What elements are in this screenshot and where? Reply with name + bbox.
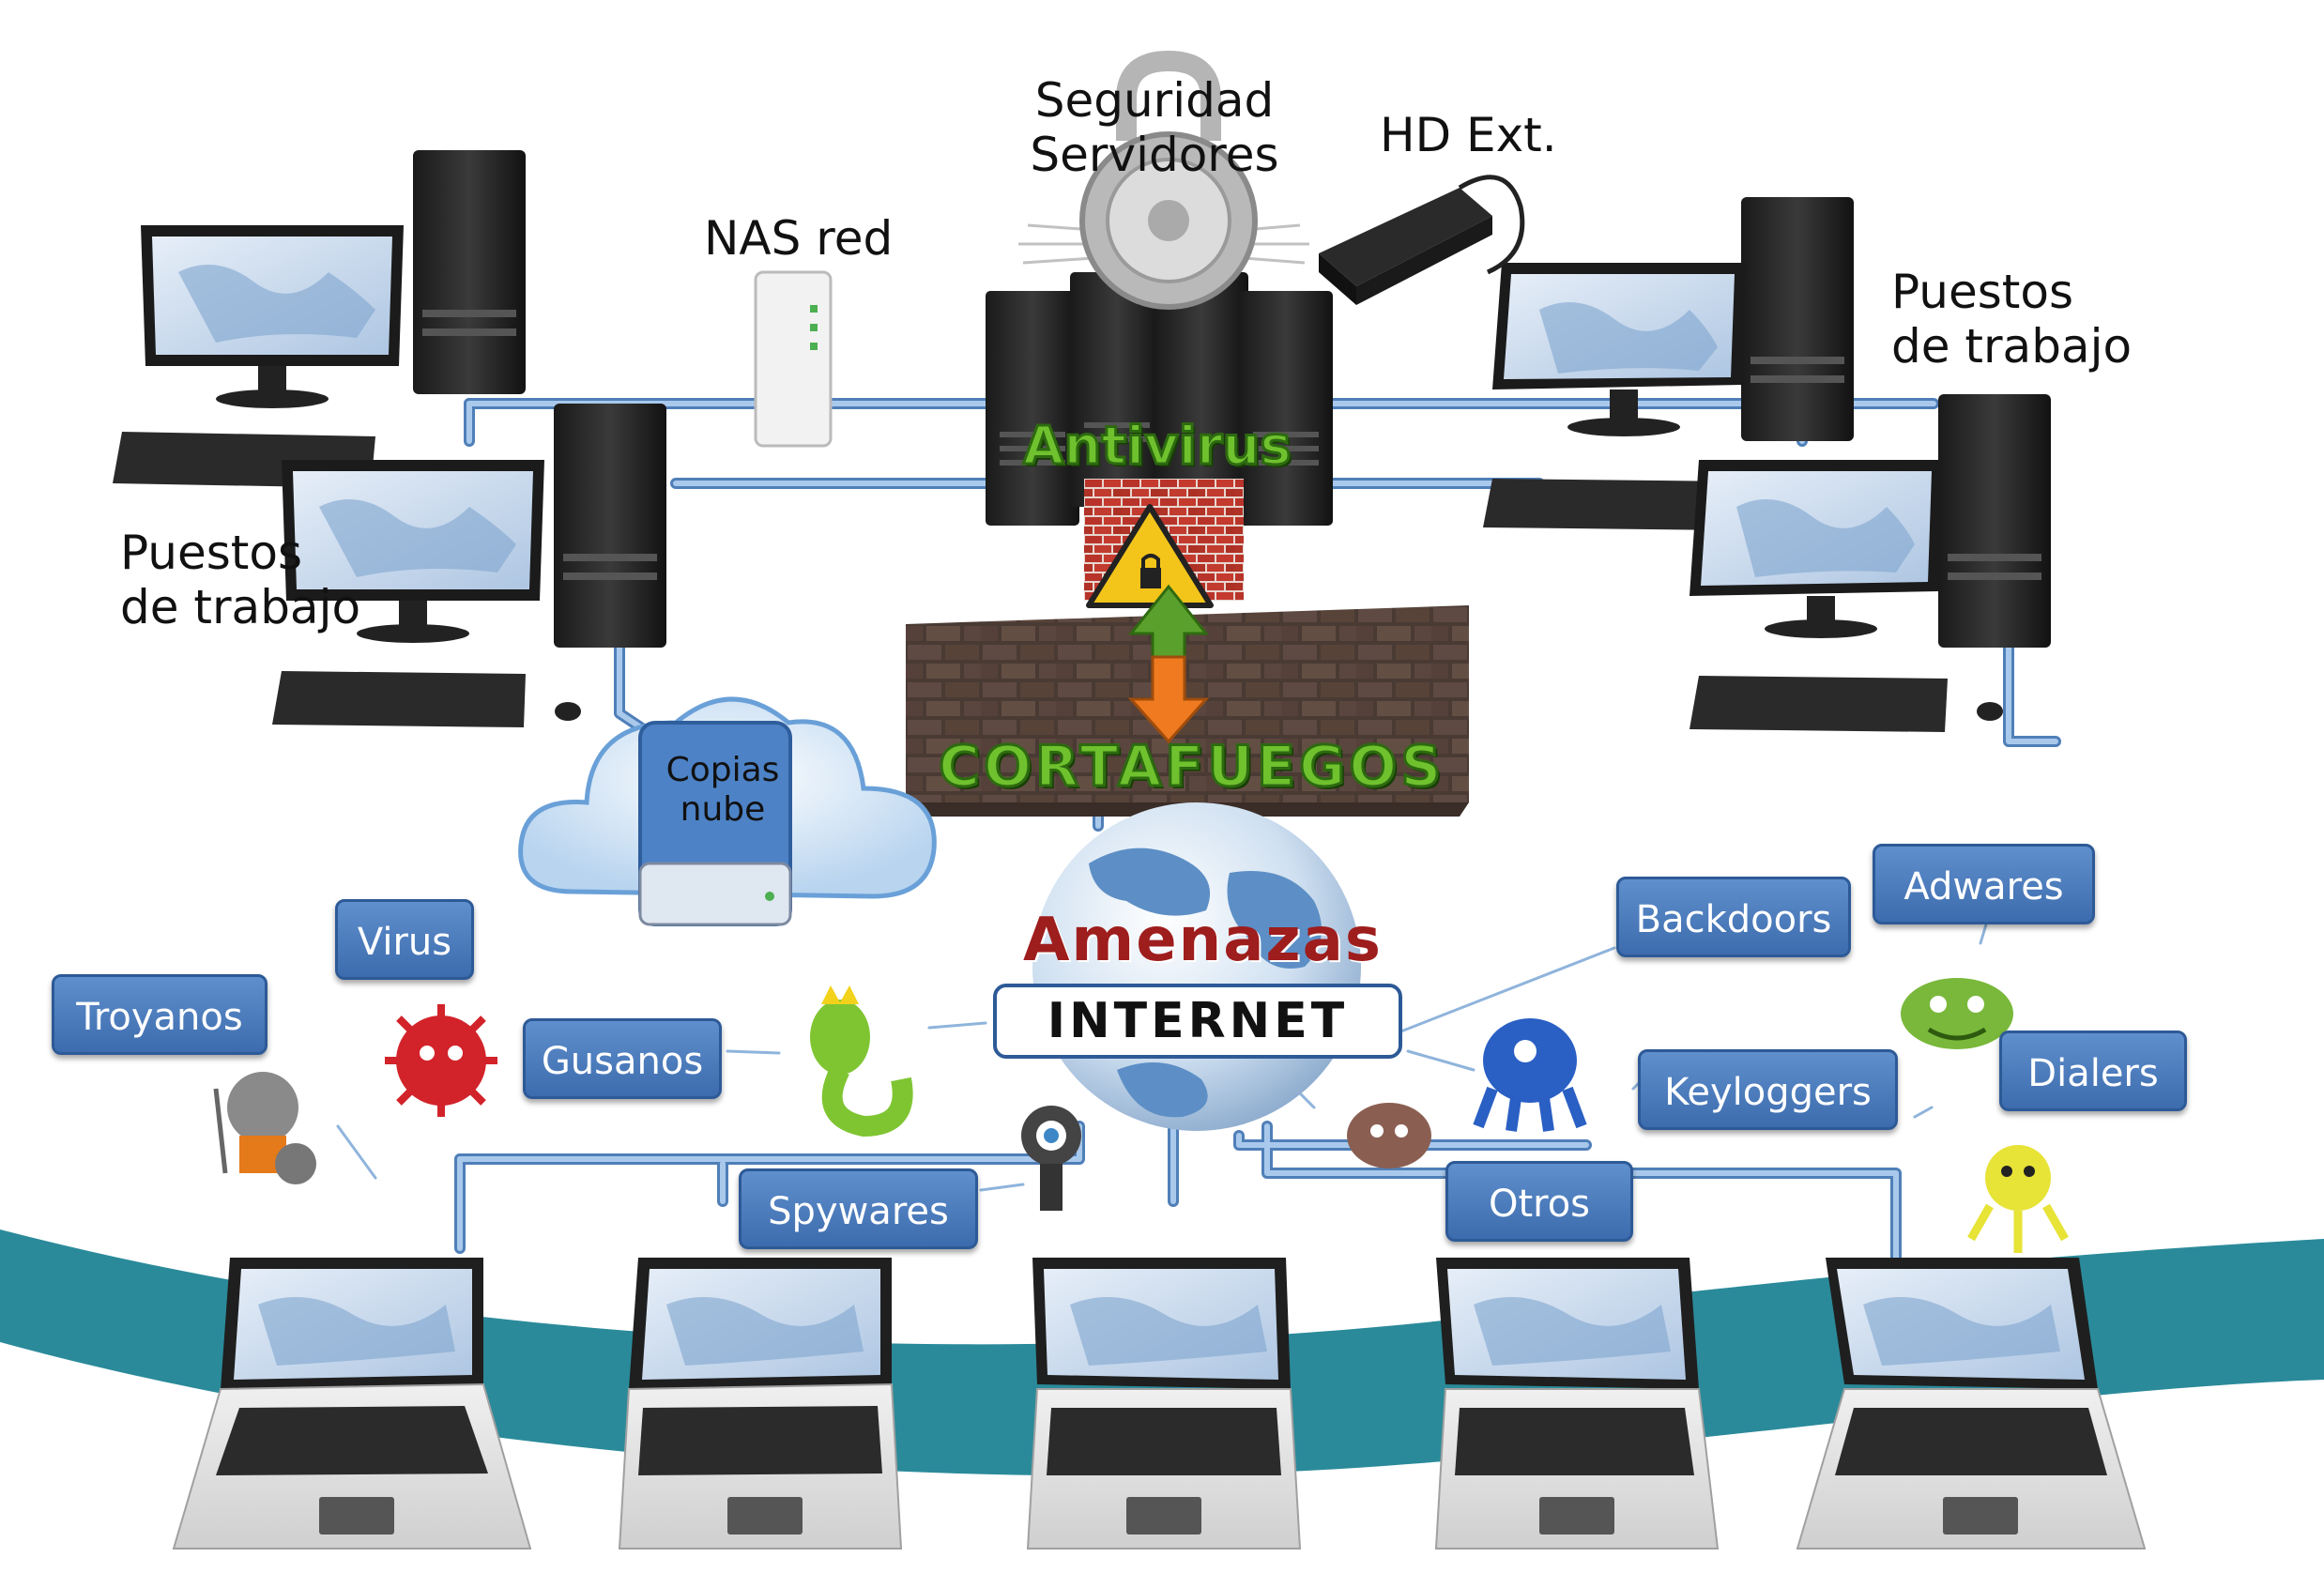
tag-adwares: Adwares [1873,844,2095,924]
firewall-small-icon [1084,479,1244,608]
puestos-right-label: Puestos de trabajo [1891,265,2132,374]
laptop-2 [618,1258,903,1550]
external-hd-icon [1319,175,1525,305]
padlock-icon [1018,50,1309,310]
seguridad-servidores-line2: Servidores [1030,128,1279,182]
laptops [172,1258,2147,1550]
traffic-arrows-icon [1127,584,1210,744]
dialer-creature-icon [1967,1145,2069,1253]
adware-creature-icon [1901,978,2013,1049]
puestos-left-line2: de trabajo [120,580,361,634]
copias-nube-label: Copias nube [657,751,788,830]
tag-backdoors: Backdoors [1616,877,1851,957]
worm-creature-icon [810,985,913,1138]
tag-otros: Otros [1445,1161,1633,1242]
tag-troyanos: Troyanos [52,974,268,1055]
spyware-creature-icon [1021,1106,1081,1211]
internet-label: INTERNET [993,984,1402,1059]
nas-red-label: NAS red [704,211,894,266]
tag-keyloggers: Keyloggers [1638,1049,1898,1130]
cloud-backup-icon [518,696,937,926]
puestos-left-label: Puestos de trabajo [120,526,360,634]
tag-spywares: Spywares [739,1168,978,1249]
puestos-left-line1: Puestos [120,526,303,580]
backdoor-creature-icon [1473,1018,1587,1132]
amenazas-label: Amenazas [1023,906,1383,975]
seguridad-servidores-line1: Seguridad [1034,73,1275,128]
workstation-middle-left [272,404,666,727]
puestos-right-line2: de trabajo [1891,319,2133,374]
workstation-middle-right [1689,394,2051,732]
workstation-top-right [1483,197,1854,530]
laptop-1 [172,1258,532,1550]
virus-creature-icon [385,1004,497,1117]
hd-ext-label: HD Ext. [1380,108,1557,162]
workstation-top-left [113,150,526,488]
copias-nube-line2: nube [680,790,766,829]
other-creature-icon [1347,1103,1431,1168]
server-cluster [986,272,1333,526]
cortafuegos-label: CORTAFUEGOS [937,733,1445,802]
tag-dialers: Dialers [1999,1031,2187,1111]
tag-gusanos: Gusanos [523,1018,722,1099]
laptop-4 [1434,1258,1720,1550]
copias-nube-line1: Copias [665,751,780,789]
laptop-3 [1026,1258,1302,1550]
trojan-warrior-icon [213,1072,316,1184]
laptop-5 [1796,1258,2147,1550]
seguridad-servidores-label: Seguridad Servidores [1014,73,1295,182]
puestos-right-line1: Puestos [1891,265,2074,319]
antivirus-label: Antivirus [1022,415,1293,479]
nas-device [754,270,833,448]
tag-virus: Virus [335,899,474,980]
